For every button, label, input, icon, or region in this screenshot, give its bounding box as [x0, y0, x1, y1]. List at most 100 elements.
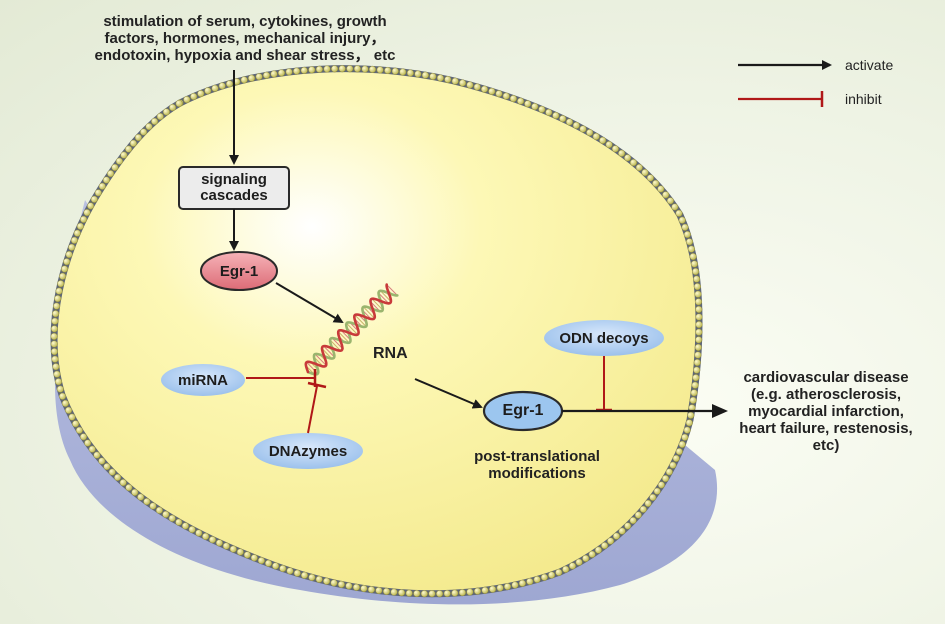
- dna-strand: [306, 289, 399, 376]
- membrane-bead: [103, 463, 111, 471]
- membrane-bead: [79, 433, 88, 441]
- membrane-bead: [250, 554, 258, 562]
- membrane-bead: [681, 223, 689, 231]
- membrane-bead: [204, 87, 212, 95]
- membrane-bead: [428, 590, 436, 598]
- membrane-bead: [694, 351, 702, 359]
- membrane-bead: [125, 484, 133, 492]
- membrane-bead: [398, 589, 406, 597]
- membrane-bead: [277, 69, 286, 77]
- membrane-bead: [59, 272, 67, 280]
- membrane-bead: [458, 589, 466, 597]
- disease-outcome-text: cardiovascular disease (e.g. atheroscler…: [716, 369, 936, 454]
- membrane-bead: [691, 381, 699, 389]
- membrane-bead: [693, 358, 701, 367]
- membrane-bead: [531, 103, 539, 111]
- membrane-bead: [360, 584, 368, 593]
- membrane-bead: [175, 518, 183, 526]
- membrane-bead: [575, 558, 583, 566]
- membrane-bead: [693, 275, 701, 283]
- stimulus-text: stimulation of serum, cytokines, growth …: [60, 13, 430, 64]
- ptm-line: post-translational: [474, 448, 600, 465]
- dna-base-pair: [380, 290, 392, 302]
- membrane-bead: [565, 118, 574, 126]
- membrane-bead: [406, 69, 414, 77]
- membrane-bead: [236, 548, 244, 556]
- membrane-bead: [681, 433, 689, 441]
- disease-line: heart failure, restenosis,: [739, 420, 913, 437]
- membrane-bead: [639, 505, 647, 513]
- membrane-bead: [391, 67, 399, 75]
- membrane-bead: [481, 586, 489, 594]
- membrane-bead: [88, 445, 96, 453]
- stimulus-line: factors, hormones, mechanical injury，: [104, 30, 386, 47]
- membrane-bead: [649, 493, 657, 501]
- membrane-bead: [111, 163, 119, 171]
- membrane-bead: [629, 159, 638, 167]
- dna-strand: [304, 283, 393, 374]
- membrane-bead: [248, 74, 256, 82]
- membrane-bead: [662, 191, 670, 199]
- dna-helix: [304, 283, 399, 376]
- membrane-bead: [599, 136, 607, 144]
- membrane-bead: [695, 321, 703, 329]
- membrane-bead: [444, 75, 452, 84]
- membrane-bead: [685, 419, 693, 427]
- membrane-bead: [687, 245, 695, 253]
- membrane-bead: [693, 283, 701, 291]
- membrane-bead: [572, 121, 580, 129]
- membrane-bead: [538, 105, 546, 113]
- membrane-bead: [405, 589, 413, 597]
- membrane-bead: [692, 374, 700, 382]
- membrane-bead: [169, 103, 177, 112]
- membrane-bead: [618, 149, 626, 157]
- membrane-bead: [68, 243, 76, 251]
- membrane-bead: [451, 589, 459, 597]
- membrane-bead: [243, 551, 251, 559]
- legend-inhibit-label: inhibit: [845, 91, 882, 107]
- membrane-bead: [58, 392, 67, 400]
- membrane-bead: [202, 532, 210, 540]
- dna-base-pair: [386, 284, 398, 296]
- membrane-bead: [149, 502, 157, 510]
- membrane-bead: [399, 68, 407, 76]
- membrane-bead: [323, 65, 331, 73]
- membrane-bead: [65, 406, 73, 414]
- membrane-bead: [588, 550, 596, 558]
- dna-base-pair: [323, 345, 335, 358]
- membrane-bead: [646, 174, 654, 182]
- membrane-bead: [545, 108, 553, 116]
- membrane-bead: [524, 100, 532, 108]
- membrane-bead: [181, 522, 189, 530]
- membrane-bead: [65, 250, 73, 259]
- membrane-bead: [488, 87, 496, 95]
- membrane-bead: [107, 170, 115, 178]
- dna-base-pair: [378, 292, 390, 304]
- dna-base-pair: [329, 339, 341, 352]
- membrane-bead: [429, 72, 437, 81]
- membrane-bead: [644, 499, 652, 507]
- membrane-bead: [338, 65, 346, 73]
- membrane-bead: [666, 197, 674, 205]
- membrane-bead: [694, 343, 702, 351]
- disease-line: etc): [812, 437, 840, 454]
- membrane-bead: [503, 583, 512, 591]
- membrane-bead: [480, 85, 489, 93]
- stimulus-line: endotoxin, hypoxia and shear stress， etc: [94, 47, 396, 64]
- membrane-bead: [211, 84, 219, 92]
- egr1-to-dna-arrow: [275, 282, 344, 324]
- membrane-bead: [323, 577, 331, 585]
- membrane-bead: [315, 575, 323, 583]
- membrane-bead: [652, 179, 660, 187]
- membrane-bead: [367, 586, 375, 594]
- membrane-bead: [143, 498, 151, 506]
- dnazymes-inhibit-bar: [307, 381, 327, 389]
- membrane-bead: [382, 587, 391, 595]
- dna-base-pair: [337, 331, 350, 344]
- membrane-bead: [75, 426, 83, 434]
- membrane-bead: [413, 589, 421, 598]
- membrane-bead: [675, 447, 683, 456]
- membrane-bead: [629, 516, 637, 525]
- membrane-bead: [496, 584, 504, 592]
